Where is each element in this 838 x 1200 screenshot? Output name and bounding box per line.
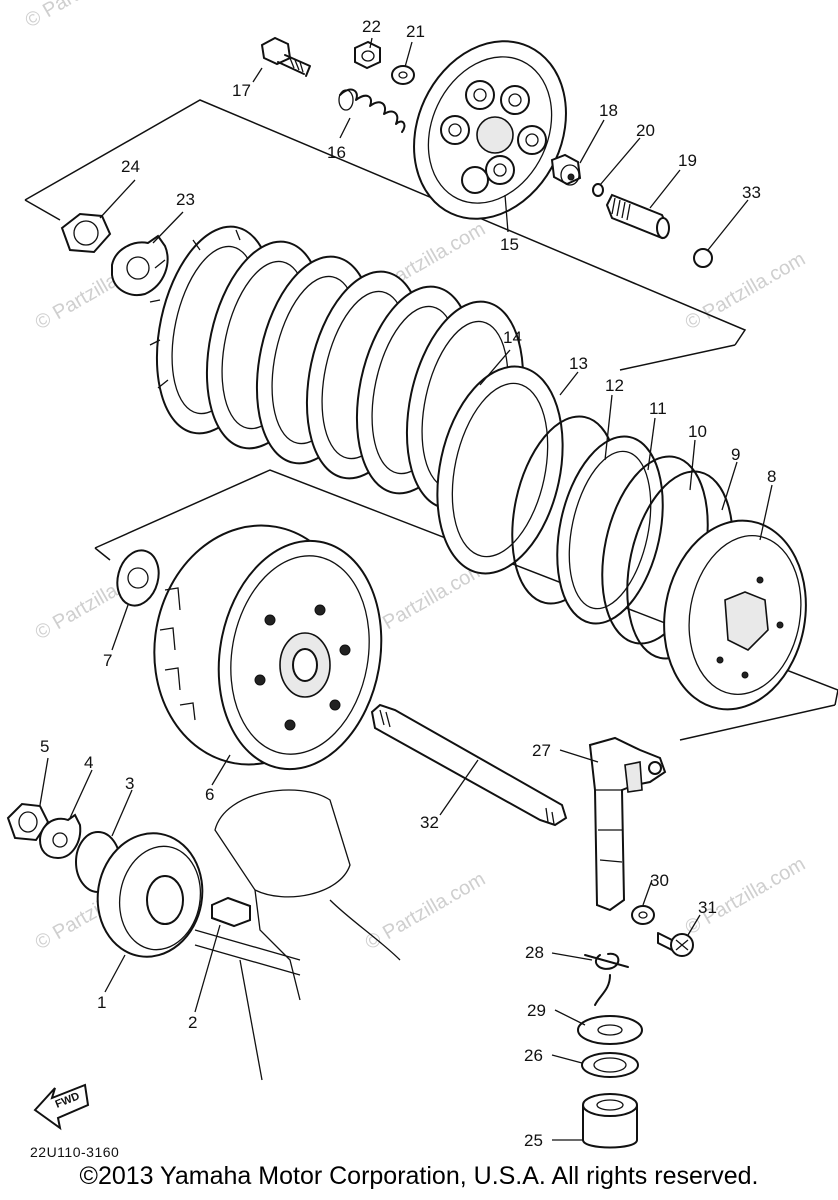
bolt-17 (260, 36, 311, 77)
callout-23: 23 (176, 190, 195, 209)
callout-2: 2 (188, 1013, 197, 1032)
thrust-plate-7 (116, 549, 160, 607)
pressure-plate-15 (413, 40, 567, 220)
callout-4: 4 (84, 753, 93, 772)
callout-15: 15 (500, 235, 519, 254)
push-rod-19 (605, 193, 670, 240)
bushing-29 (577, 1015, 643, 1045)
callout-25: 25 (524, 1131, 543, 1150)
callout-22: 22 (362, 17, 381, 36)
callout-21: 21 (406, 22, 425, 41)
primary-gear-1 (96, 832, 204, 958)
spring-28 (584, 952, 629, 1006)
callout-20: 20 (636, 121, 655, 140)
lock-washer-23 (111, 234, 169, 296)
lock-washer-4 (38, 813, 82, 860)
callout-6: 6 (205, 785, 214, 804)
callout-9: 9 (731, 445, 740, 464)
callout-31: 31 (698, 898, 717, 917)
friction-plate-13 (436, 365, 564, 575)
callout-16: 16 (327, 143, 346, 162)
nut-24 (60, 212, 112, 254)
watermark-text: © Partzilla.com (682, 853, 810, 939)
callout-29: 29 (527, 1001, 546, 1020)
screw-31 (657, 932, 694, 957)
ball-33 (693, 248, 713, 268)
callout-3: 3 (125, 774, 134, 793)
clutch-housing-6 (153, 524, 383, 771)
key-2 (211, 896, 251, 928)
callout-26: 26 (524, 1046, 543, 1065)
shaft-32 (370, 703, 568, 827)
o-ring-20 (592, 183, 604, 197)
callout-8: 8 (767, 467, 776, 486)
fwd-arrow: FWD (33, 1083, 90, 1131)
lower-assembly-frame (94, 469, 838, 741)
callout-32: 32 (420, 813, 439, 832)
watermark-text: © Partzilla.com (362, 868, 490, 954)
callout-24: 24 (121, 157, 140, 176)
callout-14: 14 (503, 328, 522, 347)
callout-11: 11 (649, 399, 667, 418)
push-lever-27 (588, 736, 667, 912)
callout-10: 10 (688, 422, 707, 441)
callout-12: 12 (605, 376, 624, 395)
callout-17: 17 (232, 81, 251, 100)
washer-30 (631, 905, 655, 925)
clutch-boss-8 (663, 519, 807, 711)
bearing-25 (582, 1093, 638, 1149)
washer-21 (391, 65, 415, 85)
callout-33: 33 (742, 183, 761, 202)
nut-5 (6, 802, 50, 842)
oil-seal-26 (581, 1052, 639, 1078)
plate-11 (556, 435, 664, 625)
watermark-text: © Partzilla.com (22, 0, 150, 32)
nut-22 (354, 40, 381, 70)
diagram-code: 22U110-3160 (30, 1144, 120, 1160)
callout-27: 27 (532, 741, 551, 760)
callout-28: 28 (525, 943, 544, 962)
spring-16 (338, 88, 406, 133)
crankshaft-outline (194, 789, 401, 1081)
leader-lines (39, 37, 773, 1141)
copyright-notice: ©2013 Yamaha Motor Corporation, U.S.A. A… (79, 1162, 759, 1190)
callout-7: 7 (103, 651, 112, 670)
callout-13: 13 (569, 354, 588, 373)
callout-labels: 17 16 22 21 24 23 15 18 20 19 33 14 13 1… (40, 17, 776, 1150)
push-piece-18 (550, 153, 582, 186)
callout-30: 30 (650, 871, 669, 890)
callout-19: 19 (678, 151, 697, 170)
callout-5: 5 (40, 737, 49, 756)
callout-1: 1 (97, 993, 106, 1012)
callout-18: 18 (599, 101, 618, 120)
